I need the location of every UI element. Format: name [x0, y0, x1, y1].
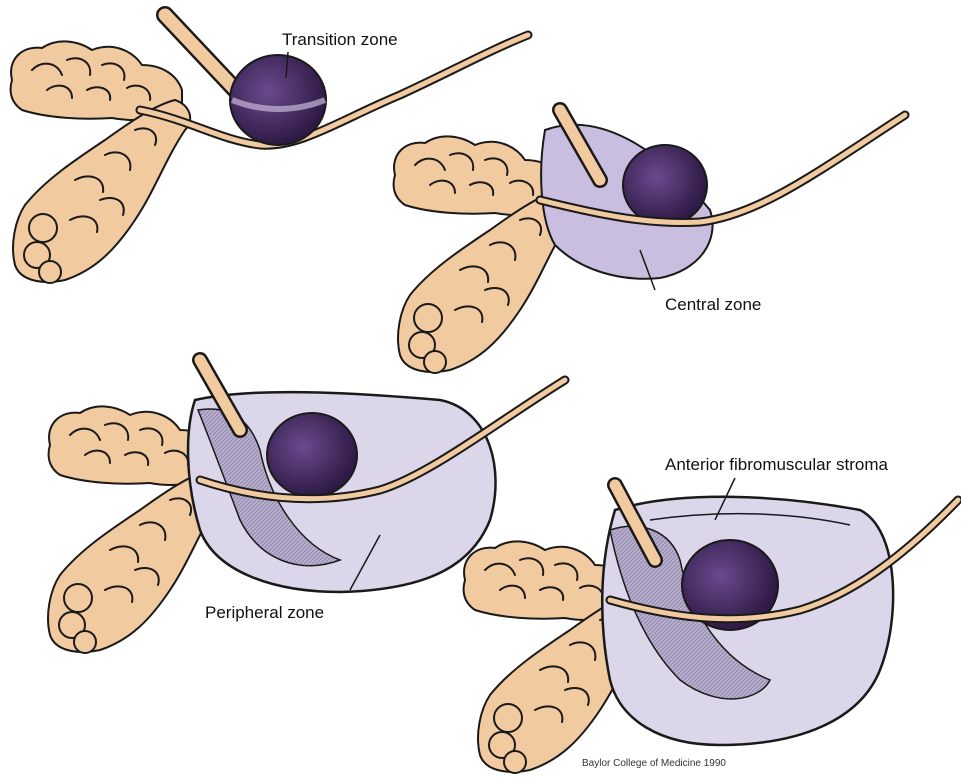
panel-central-zone: Central zone	[394, 110, 905, 373]
transition-zone-shape	[230, 55, 326, 145]
label-central-zone: Central zone	[665, 295, 761, 314]
panel-anterior-stroma: Anterior fibromuscular stroma	[464, 455, 958, 773]
ampulla-of-vas	[13, 100, 190, 283]
credit-text: Baylor College of Medicine 1990	[582, 758, 726, 769]
label-anterior-stroma: Anterior fibromuscular stroma	[665, 455, 889, 474]
label-peripheral-zone: Peripheral zone	[205, 603, 324, 622]
label-transition-zone: Transition zone	[282, 30, 398, 49]
